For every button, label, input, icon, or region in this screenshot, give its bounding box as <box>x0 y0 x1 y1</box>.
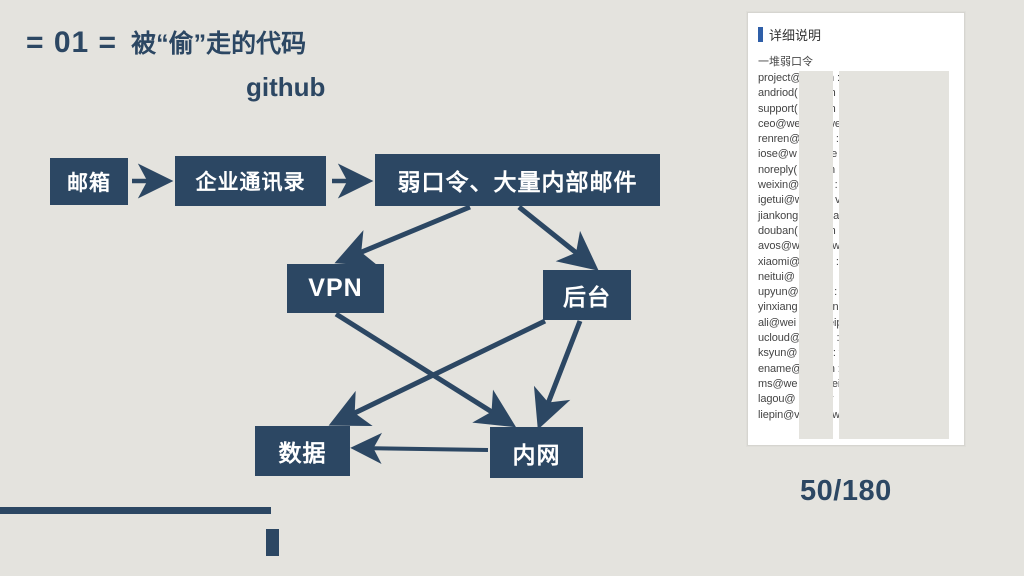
page-number: 50/180 <box>800 475 892 507</box>
node-backend-label: 后台 <box>563 284 611 310</box>
section-title: 被“偷”走的代码 <box>131 30 307 58</box>
edge-backend-intranet <box>533 320 583 430</box>
detail-panel: 详细说明 一堆弱口令 project@ n :andriod( cnsuppor… <box>747 12 965 446</box>
node-contacts-label: 企业通讯录 <box>195 171 306 194</box>
mail-prefix: ceo@we <box>758 117 801 130</box>
detail-panel-subtitle: 一堆弱口令 <box>758 56 813 68</box>
diagram-edges <box>132 163 599 465</box>
edge-weakpw-backend <box>517 205 599 271</box>
mail-prefix: neitui@ <box>758 270 795 283</box>
mail-prefix: weixin@ <box>758 179 800 192</box>
mail-prefix: lagou@ <box>758 393 796 406</box>
bottom-tick-mark <box>266 529 279 556</box>
redaction-block-narrow <box>799 71 833 439</box>
edge-vpn-intranet <box>334 311 517 428</box>
mail-prefix: noreply( <box>758 163 797 176</box>
mail-prefix: iose@w <box>758 148 797 161</box>
page-title: = 01 = 被“偷”走的代码 <box>26 24 306 60</box>
mail-prefix: ucloud@ <box>758 332 801 345</box>
node-intranet-label: 内网 <box>512 441 561 468</box>
mail-prefix: project@ <box>758 72 802 84</box>
mail-suffix: : v <box>829 194 841 207</box>
node-intranet[interactable]: 内网 <box>490 427 583 478</box>
node-mailbox[interactable]: 邮箱 <box>50 158 128 205</box>
mail-prefix: jiankong <box>758 209 799 222</box>
bottom-rule <box>0 507 271 514</box>
mail-prefix: upyun@ <box>758 286 799 299</box>
mail-prefix: yinxiang <box>758 301 798 314</box>
mail-prefix: ksyun@ <box>758 347 798 360</box>
attack-flow-diagram: 邮箱 企业通讯录 弱口令、大量内部邮件 VPN 后台 数据 内网 <box>50 154 660 478</box>
node-contacts[interactable]: 企业通讯录 <box>175 156 326 206</box>
node-vpn[interactable]: VPN <box>287 264 384 313</box>
edge-weakpw-vpn <box>334 204 471 267</box>
detail-panel-header: 详细说明 <box>748 13 964 44</box>
node-data[interactable]: 数据 <box>255 426 350 476</box>
node-weak-passwords-label: 弱口令、大量内部邮件 <box>397 169 638 195</box>
list-item: igetui@w : v <box>758 193 964 208</box>
node-data-label: 数据 <box>278 440 327 466</box>
mail-prefix: andriod( <box>758 87 798 100</box>
redaction-block-wide <box>839 71 949 439</box>
mail-prefix: xiaomi@ <box>758 255 801 268</box>
subtitle: github <box>246 72 326 102</box>
node-weak-passwords[interactable]: 弱口令、大量内部邮件 <box>375 154 660 206</box>
section-number: = 01 = <box>26 26 118 59</box>
mail-prefix: douban( <box>758 224 798 237</box>
edge-intranet-data <box>350 432 489 465</box>
mail-prefix: support( <box>758 102 798 115</box>
mail-prefix: ali@wei <box>758 316 796 329</box>
header-accent-bar <box>758 27 763 42</box>
mail-prefix: ms@we <box>758 377 798 390</box>
weak-password-list: project@ n :andriod( cnsupport( cnceo@we… <box>748 71 964 439</box>
mail-prefix: ename@ <box>758 362 803 375</box>
mail-prefix: liepin@v <box>758 408 800 421</box>
mail-prefix: avos@w <box>758 240 800 253</box>
detail-panel-title: 详细说明 <box>769 28 822 43</box>
mail-prefix: renren@ <box>758 133 801 146</box>
node-vpn-label: VPN <box>308 274 363 302</box>
edge-backend-data <box>328 318 547 426</box>
node-mailbox-label: 邮箱 <box>67 171 111 195</box>
mail-prefix: igetui@w <box>758 194 803 207</box>
node-backend[interactable]: 后台 <box>543 270 631 320</box>
